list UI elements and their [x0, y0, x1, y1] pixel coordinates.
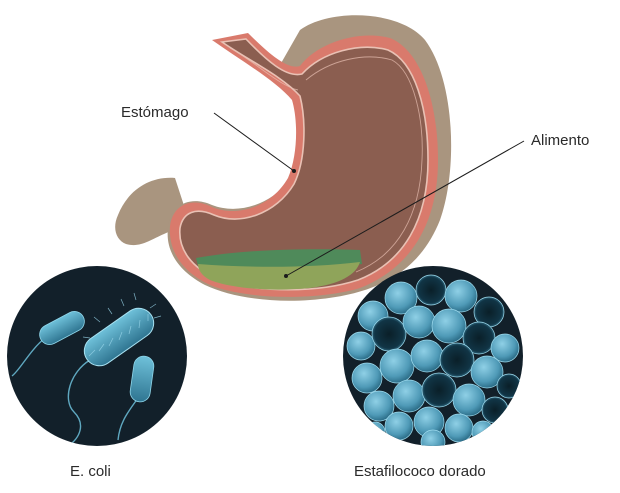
- staph-cell: [411, 340, 443, 372]
- staph-cell: [403, 306, 435, 338]
- staph-cell: [393, 380, 425, 412]
- staph-cell: [422, 373, 456, 407]
- staph-cell: [380, 349, 414, 383]
- stomach-label: Estómago: [121, 104, 189, 121]
- staph-cell: [445, 280, 477, 312]
- stomach-pointer-line: [214, 113, 294, 171]
- staph-cell: [365, 422, 385, 442]
- stomach-pointer-dot: [292, 169, 296, 173]
- ecoli-image: [7, 266, 187, 446]
- staph-aureus-label: Estafilococo dorado: [354, 463, 486, 480]
- staph-aureus-image: [343, 266, 523, 454]
- stomach-illustration: [115, 15, 451, 301]
- staph-cell: [416, 275, 446, 305]
- staph-cell: [482, 397, 508, 423]
- staph-cell: [385, 412, 413, 440]
- staph-cell: [491, 334, 519, 362]
- food-label: Alimento: [531, 132, 589, 149]
- staph-cell: [472, 421, 494, 443]
- food-pointer-dot: [284, 274, 288, 278]
- staph-cell: [421, 430, 445, 454]
- staph-cell: [352, 363, 382, 393]
- staph-cell: [497, 374, 521, 398]
- staph-cell: [432, 309, 466, 343]
- staph-cell: [372, 317, 406, 351]
- ecoli-label: E. coli: [70, 463, 111, 480]
- staph-cell: [347, 332, 375, 360]
- staph-cell: [445, 414, 473, 442]
- staph-cell: [440, 343, 474, 377]
- staph-cell: [453, 384, 485, 416]
